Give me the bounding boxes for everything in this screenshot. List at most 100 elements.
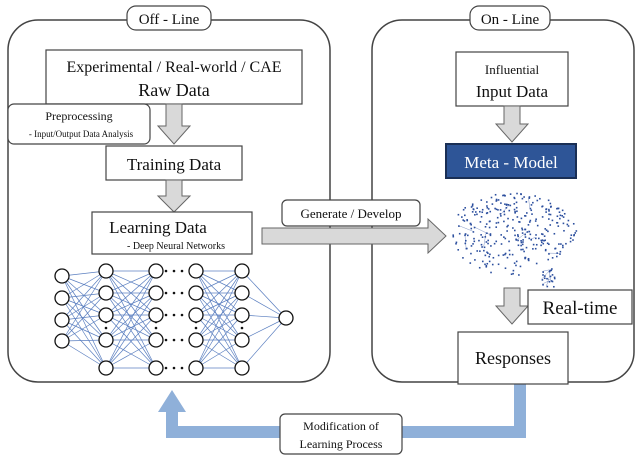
brain-dot bbox=[553, 276, 556, 279]
network-node bbox=[148, 360, 164, 376]
training-data-box bbox=[105, 145, 243, 181]
neural-network bbox=[54, 263, 294, 376]
brain-dot bbox=[522, 241, 524, 243]
brain-dot bbox=[508, 209, 511, 212]
brain-dot bbox=[544, 249, 547, 252]
brain-dot bbox=[464, 214, 466, 217]
brain-dot bbox=[521, 228, 524, 231]
brain-dot bbox=[553, 277, 556, 280]
brain-dot bbox=[471, 203, 474, 206]
ellipsis-dot bbox=[172, 313, 176, 317]
brain-dot bbox=[524, 236, 527, 238]
brain-dot bbox=[535, 218, 537, 221]
network-edge bbox=[61, 319, 107, 369]
brain-dot bbox=[548, 208, 550, 211]
brain-dot bbox=[474, 259, 476, 261]
brain-dot bbox=[527, 224, 530, 226]
brain-dot bbox=[507, 224, 509, 227]
brain-dot bbox=[559, 250, 562, 253]
brain-icon bbox=[452, 192, 578, 288]
network-edge bbox=[105, 314, 157, 369]
brain-dot bbox=[517, 235, 519, 238]
brain-dot bbox=[508, 249, 511, 252]
ellipsis-dot bbox=[180, 366, 184, 370]
brain-dot bbox=[541, 239, 544, 241]
brain-link bbox=[517, 230, 529, 240]
brain-dot bbox=[524, 228, 526, 231]
realtime-box bbox=[527, 289, 633, 325]
brain-dot bbox=[559, 253, 561, 255]
brain-dot bbox=[534, 195, 536, 197]
brain-dot bbox=[514, 210, 516, 213]
brain-dot bbox=[485, 223, 488, 225]
brain-dot bbox=[491, 203, 494, 205]
network-edge bbox=[195, 292, 243, 341]
brain-dot bbox=[532, 248, 534, 250]
brain-dot bbox=[543, 235, 546, 237]
brain-dot bbox=[506, 230, 508, 232]
brain-dot bbox=[524, 215, 526, 217]
brain-dot bbox=[548, 270, 551, 273]
modification-line1: Modification of bbox=[303, 419, 379, 433]
brain-dot bbox=[469, 222, 472, 225]
brain-dot bbox=[504, 252, 507, 255]
brain-dot bbox=[544, 239, 546, 242]
training-data-label: Training Data bbox=[127, 155, 222, 174]
brain-dot bbox=[483, 249, 485, 252]
brain-dot bbox=[569, 240, 572, 243]
brain-dot bbox=[484, 254, 487, 257]
network-edge bbox=[61, 270, 107, 299]
brain-dot bbox=[548, 218, 550, 220]
brain-dot bbox=[546, 285, 549, 288]
brain-dot bbox=[476, 213, 478, 216]
ellipsis-dot bbox=[180, 313, 184, 317]
brain-dot bbox=[508, 253, 511, 256]
brain-dot bbox=[487, 252, 489, 255]
brain-dot bbox=[522, 248, 524, 251]
brain-dot bbox=[503, 220, 505, 223]
brain-dot bbox=[520, 193, 522, 195]
brain-dot bbox=[476, 250, 479, 252]
brain-dot bbox=[484, 225, 487, 228]
brain-dot bbox=[487, 239, 489, 242]
brain-dot bbox=[573, 234, 575, 237]
brain-dot bbox=[489, 233, 492, 235]
brain-dot bbox=[479, 210, 481, 213]
brain-dot bbox=[515, 201, 518, 204]
brain-dot bbox=[461, 216, 463, 218]
brain-dot bbox=[512, 218, 514, 221]
responses-box bbox=[457, 331, 569, 385]
brain-dot bbox=[504, 267, 507, 270]
brain-dot bbox=[481, 236, 484, 238]
brain-dot bbox=[542, 233, 544, 236]
network-edge bbox=[195, 339, 243, 369]
brain-dot bbox=[562, 246, 564, 249]
brain-dot bbox=[550, 280, 553, 282]
network-edge bbox=[61, 297, 107, 341]
brain-dot bbox=[490, 196, 493, 199]
brain-dot bbox=[486, 205, 488, 207]
brain-dot bbox=[528, 230, 531, 233]
brain-dot bbox=[512, 227, 514, 229]
brain-dot bbox=[547, 258, 550, 261]
brain-dot bbox=[473, 240, 476, 243]
brain-link bbox=[542, 269, 550, 272]
network-node bbox=[98, 263, 114, 279]
brain-dot bbox=[542, 271, 544, 273]
brain-dot bbox=[472, 243, 474, 245]
ellipsis-dot bbox=[164, 338, 168, 342]
brain-dot bbox=[491, 263, 494, 266]
brain-dot bbox=[500, 234, 503, 236]
network-node bbox=[148, 285, 164, 301]
brain-dot bbox=[541, 205, 544, 208]
brain-dot bbox=[520, 244, 522, 247]
brain-dot bbox=[544, 228, 547, 230]
brain-dot bbox=[528, 237, 531, 240]
brain-link bbox=[528, 197, 530, 208]
network-node bbox=[188, 285, 204, 301]
meta-model-label: Meta - Model bbox=[464, 153, 558, 172]
brain-dot bbox=[551, 257, 554, 259]
brain-dot bbox=[520, 217, 523, 220]
brain-dot bbox=[551, 280, 554, 283]
brain-dot bbox=[562, 216, 565, 218]
